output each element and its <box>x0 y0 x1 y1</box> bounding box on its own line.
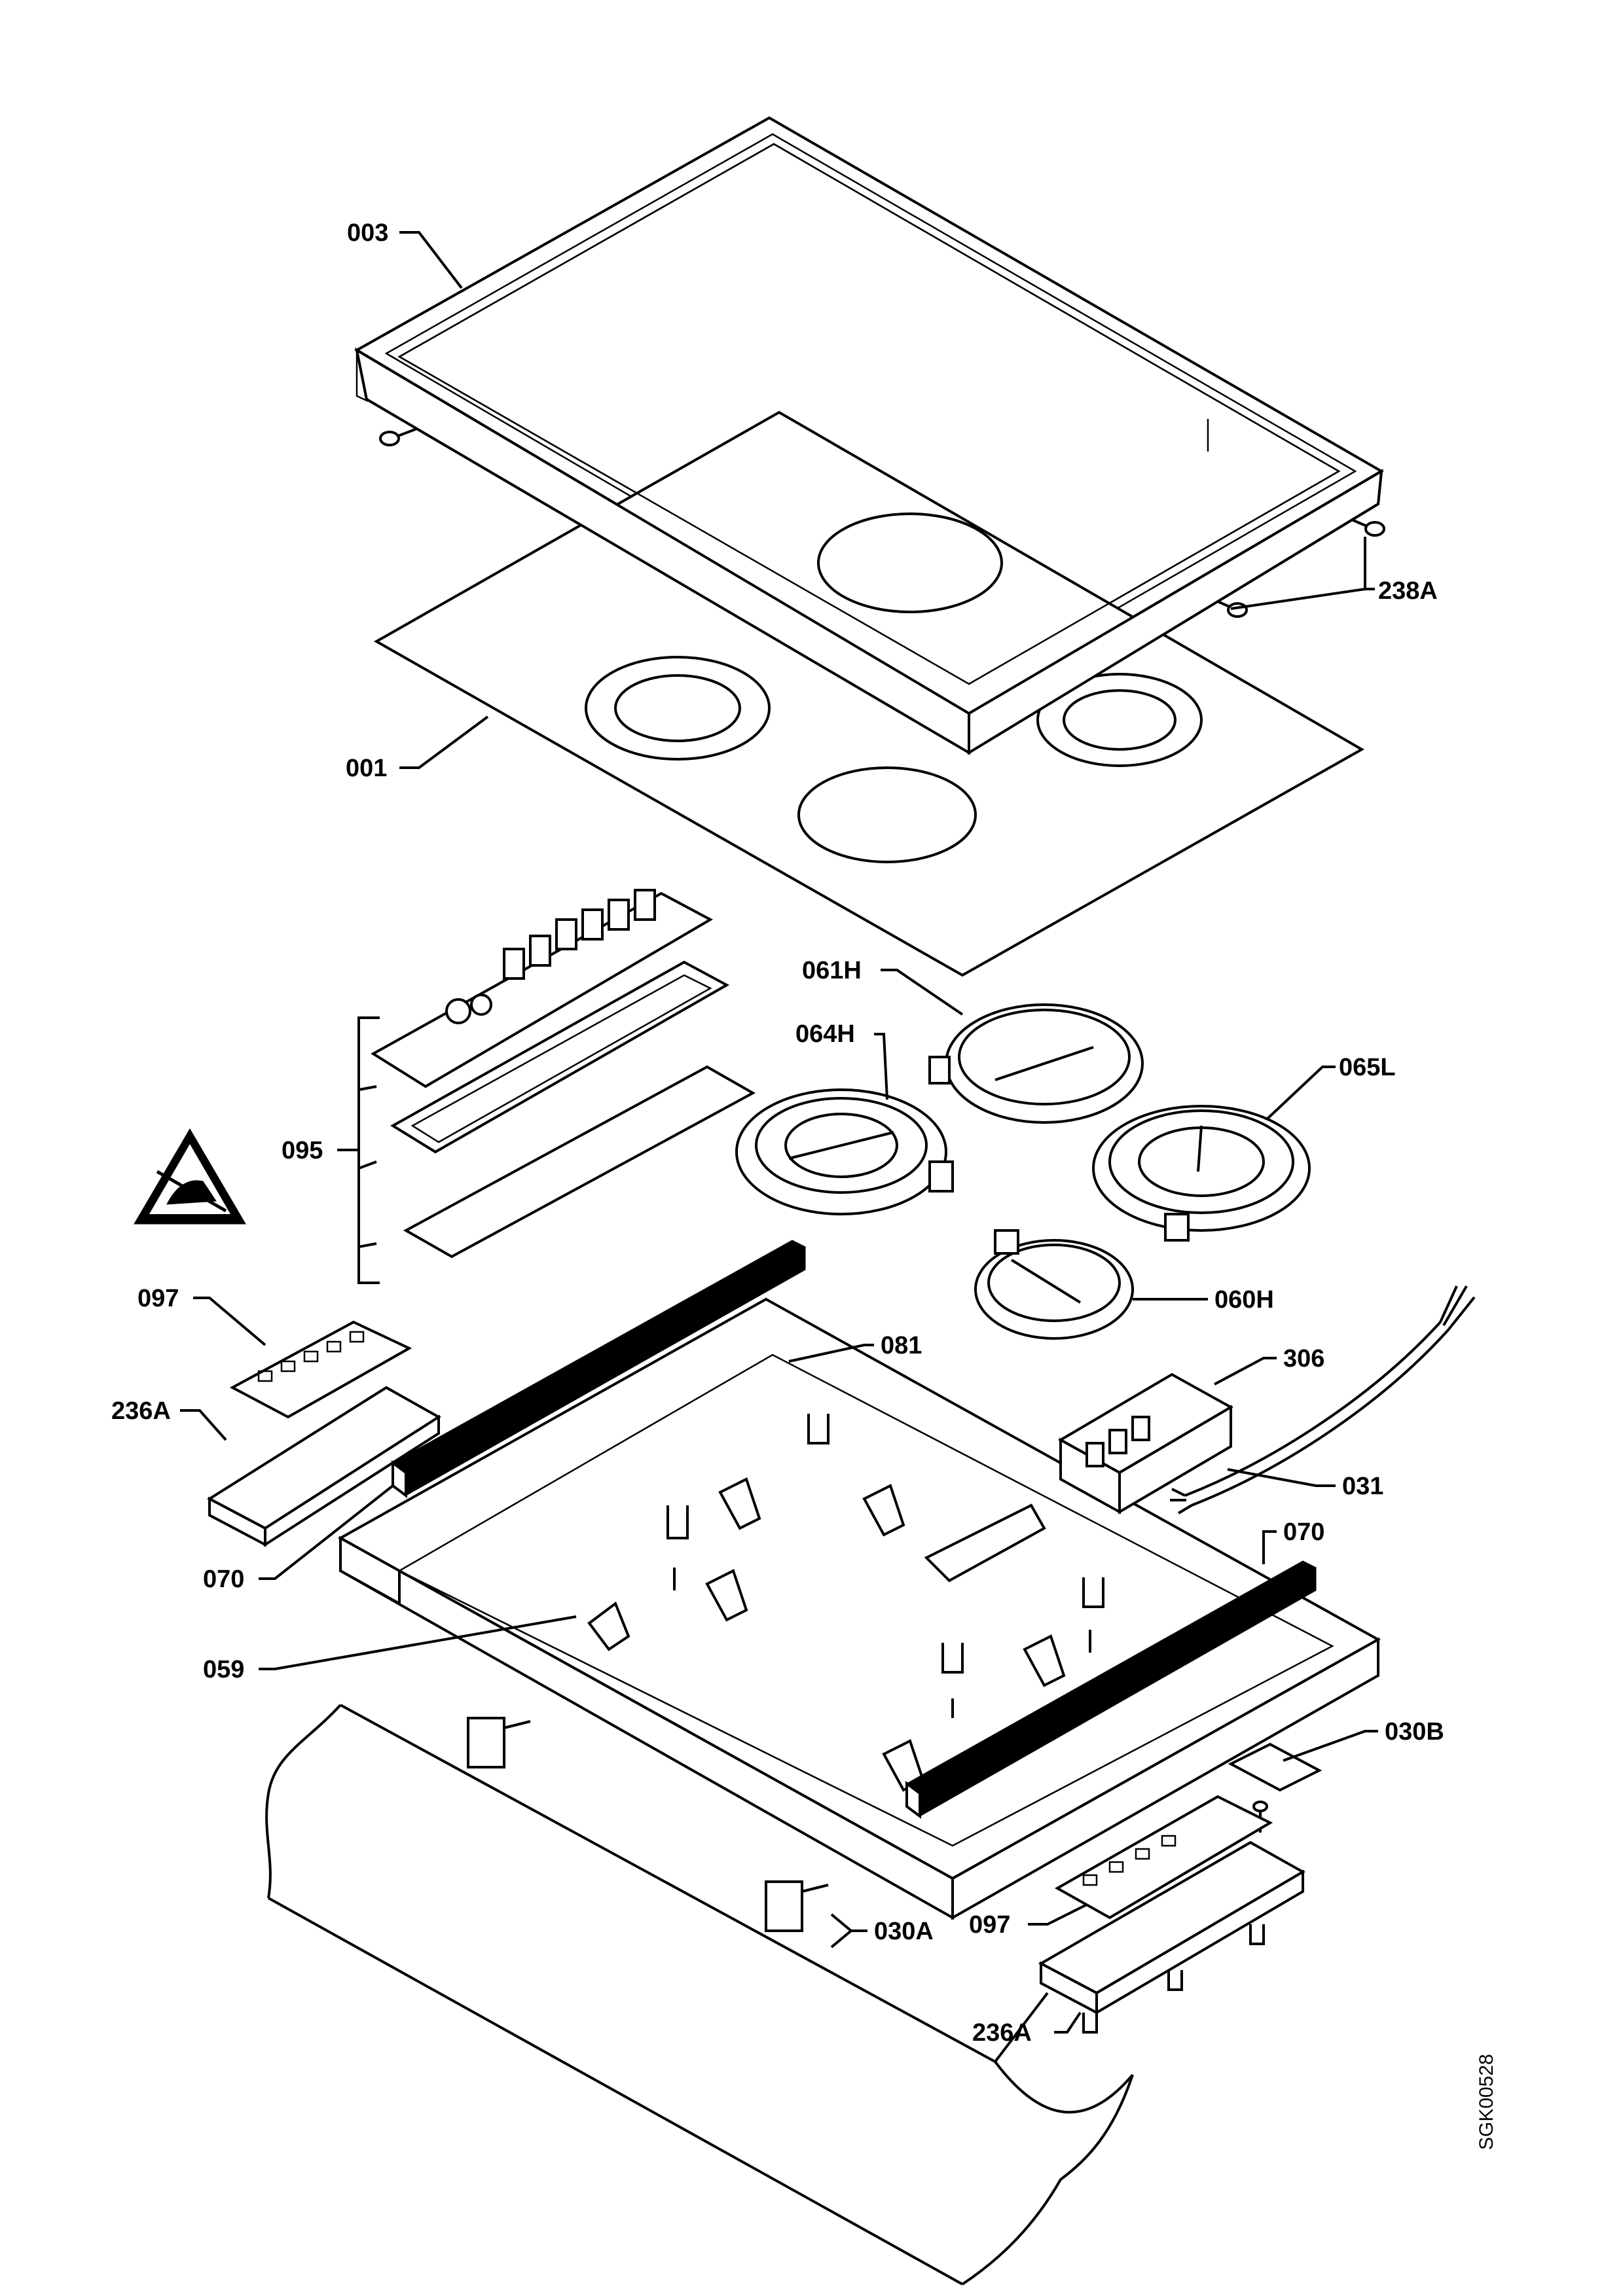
seal-strip-070-left <box>392 1240 807 1498</box>
label-095: 095 <box>282 1137 323 1164</box>
key-holder-236A-left <box>207 1386 441 1547</box>
label-306: 306 <box>1283 1345 1324 1372</box>
key-board-097-right <box>1054 1795 1273 1920</box>
bracket-095 <box>337 1016 380 1284</box>
label-061H: 061H <box>802 957 862 984</box>
label-001: 001 <box>346 755 387 782</box>
heating-element-065L <box>1092 1105 1311 1242</box>
terminal-block-306 <box>1057 1372 1234 1515</box>
label-030B: 030B <box>1385 1718 1444 1746</box>
seal-strip-070-right <box>905 1560 1317 1819</box>
label-238A: 238A <box>1378 577 1438 605</box>
mains-cable-031 <box>1170 1285 1476 1515</box>
label-081: 081 <box>881 1332 922 1359</box>
label-070-left: 070 <box>203 1566 244 1593</box>
label-031: 031 <box>1342 1473 1383 1500</box>
heating-element-060H <box>974 1229 1134 1340</box>
label-070-right: 070 <box>1283 1518 1324 1546</box>
label-030A: 030A <box>874 1918 934 1945</box>
label-060H: 060H <box>1214 1286 1274 1314</box>
label-097-left: 097 <box>137 1285 179 1312</box>
esd-warning-icon <box>134 1128 246 1225</box>
worktop <box>265 1704 1134 2286</box>
label-059: 059 <box>203 1656 244 1683</box>
label-236A-left: 236A <box>111 1397 171 1425</box>
heating-element-061H <box>928 1003 1144 1124</box>
chassis-tray <box>337 1297 1381 1920</box>
label-097-right: 097 <box>969 1911 1010 1939</box>
part-labels: 003 238A 001 095 061H 064H 065L 060H 097… <box>111 219 1497 2150</box>
leader-lines <box>180 231 1378 2034</box>
label-236A-right: 236A <box>972 2019 1032 2047</box>
key-board-097-left <box>229 1320 412 1419</box>
label-065L: 065L <box>1339 1054 1396 1081</box>
label-003: 003 <box>347 219 388 247</box>
fixing-brackets-030A <box>467 1717 829 1932</box>
drawing-code: SGK00528 <box>1476 2054 1497 2150</box>
heating-element-064H <box>735 1088 954 1215</box>
key-holder-236A-right <box>1038 1840 1306 2034</box>
control-module-095 <box>371 889 756 1259</box>
label-064H: 064H <box>795 1020 855 1048</box>
